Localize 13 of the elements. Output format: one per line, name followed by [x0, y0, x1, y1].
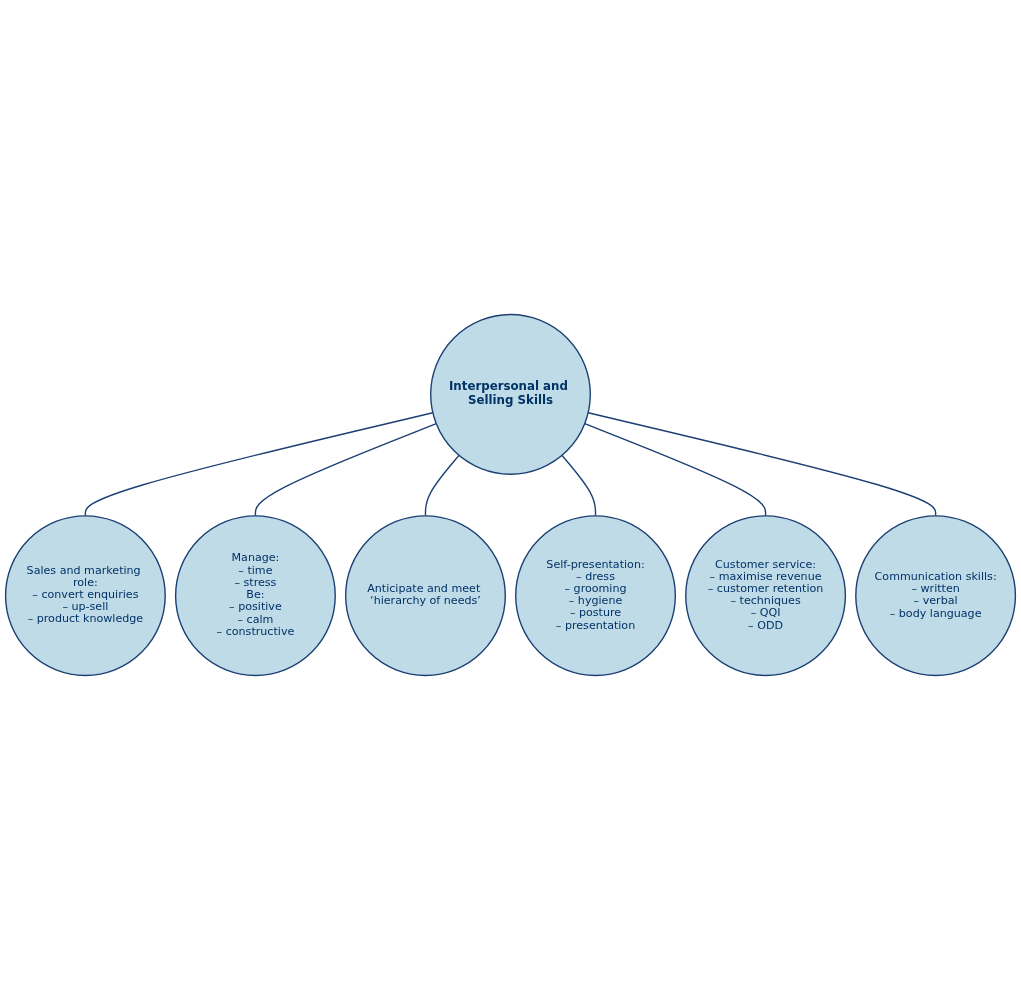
node-circle: Sales and marketing role: – convert enquiries – up-sell – product knowledge	[4, 515, 166, 677]
node-circle: Communication skills: – written – verbal – body language	[855, 515, 1017, 677]
connector	[424, 454, 460, 517]
node-circle: Self-presentation: – dress – grooming – hygiene – posture – presentation	[515, 515, 677, 677]
connector	[561, 454, 597, 517]
connector	[84, 412, 434, 517]
connector	[584, 422, 767, 517]
connector	[254, 422, 437, 517]
connector	[587, 412, 937, 517]
node-circle: Anticipate and meet ‘hierarchy of needs’	[344, 515, 506, 677]
node-circle: Interpersonal and Selling Skills	[430, 313, 591, 475]
node-circle: Manage: – time – stress Be: – positive – calm – constructive	[174, 515, 336, 677]
node-circle: Customer service: – maximise revenue – customer retention – techniques – QQI – ODD	[685, 515, 847, 677]
